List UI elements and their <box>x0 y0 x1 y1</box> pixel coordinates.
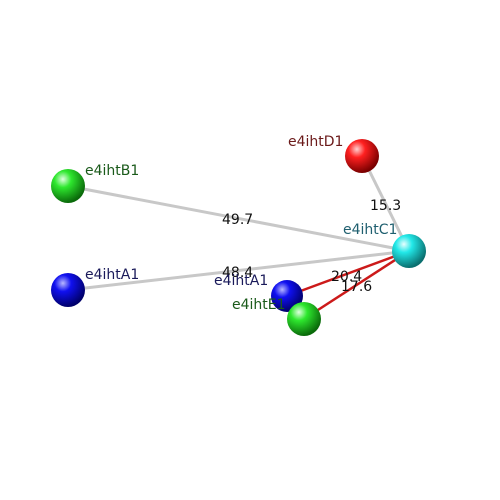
edge-label-b1-c1: 49.7 <box>222 212 253 228</box>
node-label-c1: e4ihtC1 <box>343 222 397 238</box>
edge-label-a1mid-c1: 20.4 <box>331 269 362 285</box>
nodes <box>51 139 426 336</box>
node-a1-mid[interactable] <box>271 280 303 312</box>
node-a1-left[interactable] <box>51 273 85 307</box>
node-label-a1-mid: e4ihtA1 <box>214 273 268 289</box>
edge-e1-c1 <box>303 249 410 321</box>
edge-a1left-c1 <box>67 249 410 292</box>
edge-label-a1left-c1: 48.4 <box>222 265 253 281</box>
node-label-b1: e4ihtB1 <box>85 163 139 179</box>
node-label-d1: e4ihtD1 <box>288 134 343 150</box>
edge-a1mid-c1 <box>286 249 410 298</box>
edge-d1-c1 <box>360 155 411 252</box>
edges <box>67 155 411 321</box>
node-e1[interactable] <box>287 302 321 336</box>
edge-b1-c1 <box>67 184 410 253</box>
node-label-a1-left: e4ihtA1 <box>85 267 139 283</box>
edge-labels: 49.7 48.4 15.3 20.4 17.6 <box>222 198 401 295</box>
node-c1[interactable] <box>392 234 426 268</box>
node-labels: e4ihtD1 e4ihtB1 e4ihtC1 e4ihtA1 e4ihtA1 … <box>85 134 397 313</box>
node-label-e1: e4ihtE1 <box>232 297 286 313</box>
edge-label-d1-c1: 15.3 <box>370 198 401 214</box>
node-d1[interactable] <box>345 139 379 173</box>
node-b1[interactable] <box>51 169 85 203</box>
edge-label-e1-c1: 17.6 <box>341 279 372 295</box>
